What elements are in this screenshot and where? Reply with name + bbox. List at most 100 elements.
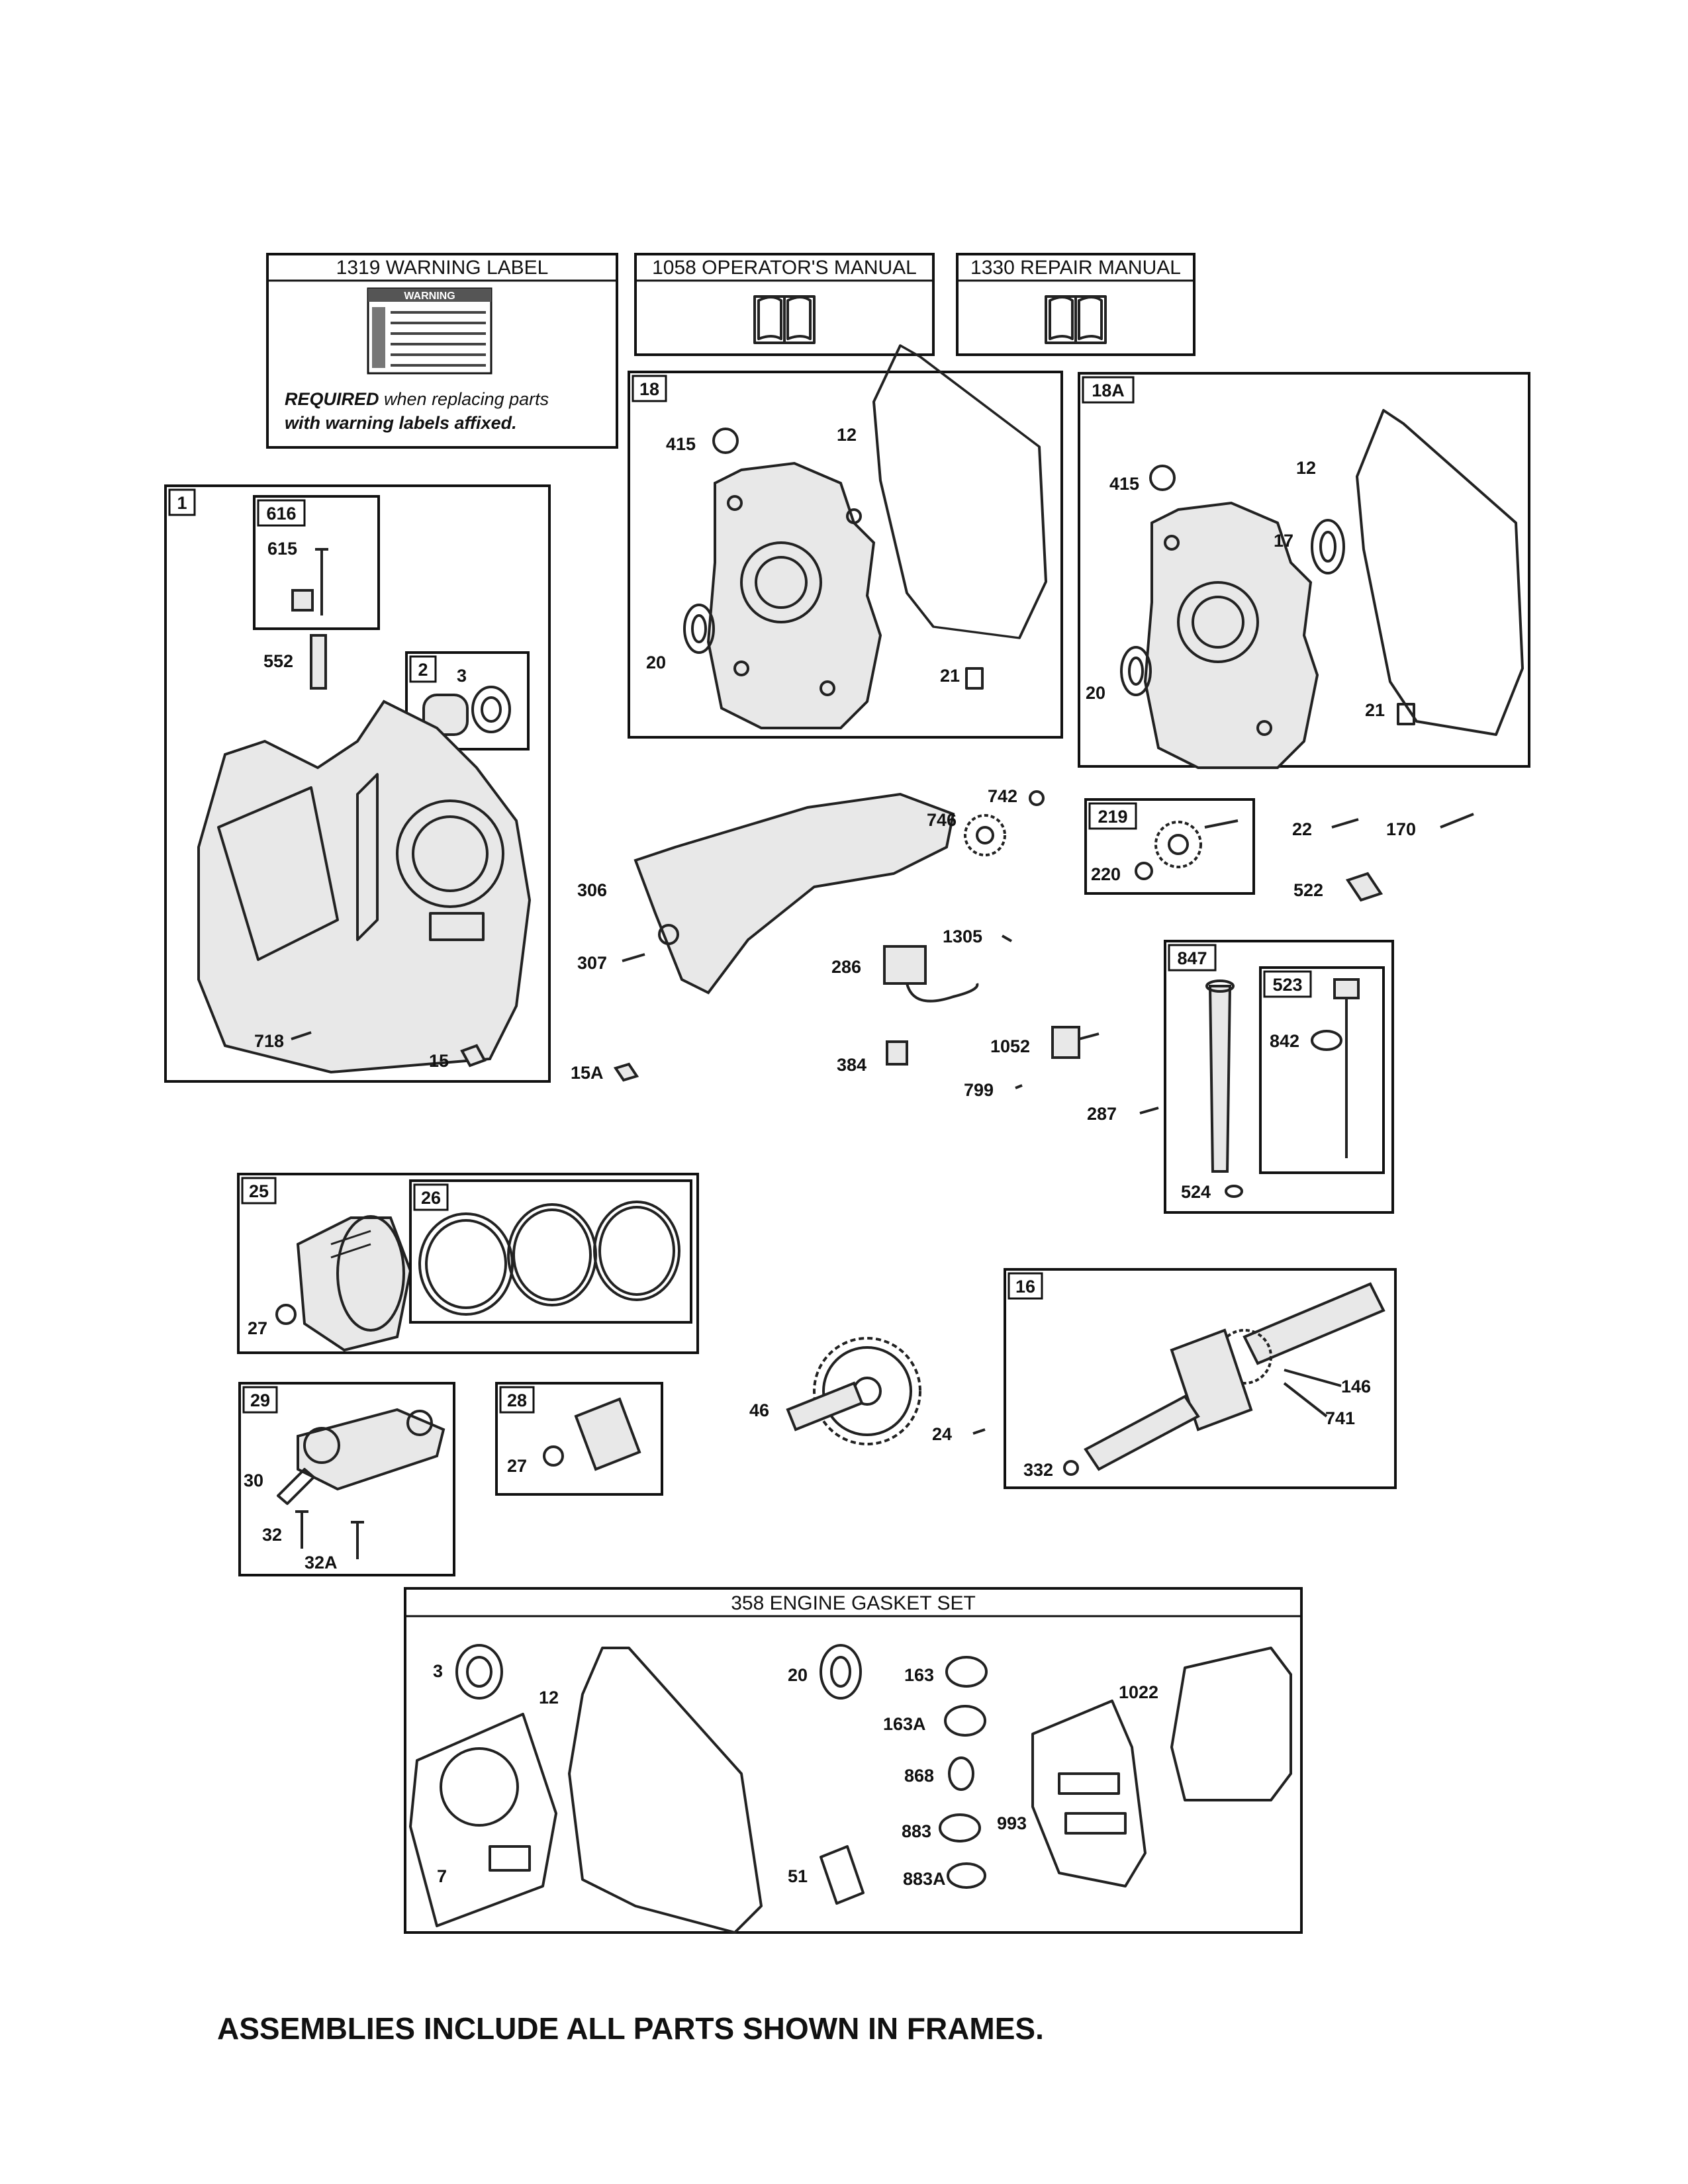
- frame-16-crankshaft: 16 146 741 332: [1004, 1268, 1397, 1489]
- warning-note-line1: REQUIRED when replacing parts: [285, 389, 549, 409]
- oil-seal-drawing: [683, 604, 715, 654]
- frame-18a-crankcase-cover: 18A 415 12 17 20 21: [1078, 372, 1530, 769]
- part-label: 307: [577, 953, 607, 973]
- part-label: 163A: [883, 1714, 926, 1734]
- crankcase-cover-drawing: [1143, 501, 1319, 769]
- frame-616-tag: 616: [266, 504, 296, 523]
- part-label: 718: [254, 1031, 284, 1051]
- breather-drawing: [315, 548, 328, 615]
- frame-29-connecting-rod: 29 30 32 32A: [238, 1382, 455, 1576]
- part-label: 24: [932, 1424, 952, 1444]
- gasket-1022-drawing: [1170, 1647, 1292, 1801]
- seal-868-drawing: [948, 1756, 974, 1791]
- part-label: 20: [646, 653, 666, 672]
- connecting-rod-drawing: [297, 1408, 445, 1491]
- part-label: 220: [1091, 864, 1121, 884]
- gasket-51-drawing: [820, 1845, 865, 1905]
- washer-742-drawing: [1029, 790, 1045, 806]
- part-label: 7: [437, 1866, 447, 1886]
- part-label: 15: [429, 1051, 449, 1071]
- part-label: 27: [507, 1456, 527, 1476]
- frame-16-tag: 16: [1015, 1277, 1035, 1297]
- frame-28-piston-pin: 28 27: [495, 1382, 663, 1496]
- clip-27-drawing: [543, 1445, 564, 1467]
- screw-307-drawing: [622, 953, 645, 962]
- warning-note-rest: when replacing parts: [379, 389, 549, 409]
- switch-384-drawing: [886, 1040, 908, 1066]
- part-label: 384: [837, 1055, 867, 1075]
- plug-415-drawing: [1149, 465, 1176, 491]
- gasket-883-drawing: [939, 1813, 981, 1843]
- clip-27-drawing: [275, 1304, 297, 1325]
- dipstick-tube-drawing: [1208, 985, 1232, 1173]
- o-ring-524-drawing: [1225, 1185, 1243, 1198]
- head-gasket-7-drawing: [409, 1713, 557, 1927]
- warning-decal-word: WARNING: [404, 291, 455, 302]
- part-label: 3: [457, 666, 467, 686]
- bolt-32a-drawing: [351, 1521, 364, 1559]
- dowel-718-drawing: [291, 1031, 312, 1040]
- part-label: 615: [267, 539, 297, 559]
- part-label: 15A: [571, 1063, 604, 1083]
- part-label: 22: [1292, 819, 1312, 839]
- cylinder-block-drawing: [197, 700, 532, 1074]
- screw-287-drawing: [1139, 1107, 1159, 1115]
- part-label: 741: [1325, 1408, 1355, 1428]
- valve-1052-drawing: [1051, 1026, 1100, 1059]
- frame-847-tag: 847: [1177, 948, 1207, 968]
- warning-note-line2: with warning labels affixed.: [285, 413, 517, 433]
- part-label: 306: [577, 880, 607, 900]
- stud-170-drawing: [1440, 813, 1474, 829]
- book-icon: [753, 295, 816, 344]
- valve-cover-gasket-993-drawing: [1031, 1700, 1147, 1888]
- part-label: 415: [666, 434, 696, 454]
- piston-drawing: [296, 1215, 412, 1352]
- screw-1305-drawing: [1002, 934, 1012, 942]
- frame-26-tag: 26: [421, 1188, 441, 1208]
- frame-523-tag: 523: [1272, 975, 1302, 995]
- o-ring-842-drawing: [1311, 1030, 1342, 1051]
- part-label: 32: [262, 1525, 282, 1545]
- part-label: 32A: [305, 1553, 338, 1572]
- gasket-drawing: [1356, 409, 1524, 736]
- plug-15a-drawing: [613, 1062, 639, 1082]
- part-label: 170: [1386, 819, 1416, 839]
- part-label: 883: [902, 1821, 931, 1841]
- part-label: 522: [1293, 880, 1323, 900]
- part-label: 1022: [1119, 1682, 1158, 1702]
- part-label: 993: [997, 1813, 1027, 1833]
- frame-29-tag: 29: [250, 1390, 270, 1410]
- part-label: 286: [831, 957, 861, 977]
- part-label: 21: [1365, 700, 1385, 720]
- gear-746-drawing: [964, 814, 1006, 856]
- bolt-32-drawing: [295, 1510, 308, 1549]
- pin-552-drawing: [310, 634, 327, 690]
- operators-manual-box: 1058 OPERATOR'S MANUAL: [634, 253, 935, 356]
- frame-219-tag: 219: [1098, 807, 1127, 827]
- gasket-set-title: 358 ENGINE GASKET SET: [731, 1592, 976, 1614]
- plug-415-drawing: [712, 428, 739, 454]
- key-24-drawing: [972, 1428, 986, 1435]
- warning-note-bold: REQUIRED: [285, 389, 379, 409]
- frame-2-tag: 2: [418, 660, 428, 680]
- part-label: 51: [788, 1866, 808, 1886]
- part-label: 287: [1087, 1104, 1117, 1124]
- operators-manual-title: 1058 OPERATOR'S MANUAL: [652, 257, 917, 279]
- part-label: 17: [1274, 531, 1293, 551]
- part-label: 46: [749, 1400, 769, 1420]
- frame-18-tag: 18: [639, 379, 659, 399]
- part-label: 27: [248, 1318, 267, 1338]
- part-label: 415: [1109, 474, 1139, 494]
- crankcase-cover-drawing: [706, 461, 882, 729]
- washer-332-drawing: [1063, 1460, 1079, 1476]
- part-label: 842: [1270, 1031, 1299, 1051]
- frame-358-engine-gasket-set: 358 ENGINE GASKET SET 3 7 12 20 51 163 1…: [404, 1587, 1303, 1934]
- warning-label-box: 1319 WARNING LABEL WARNING REQUIRED when…: [266, 253, 618, 449]
- part-label: 868: [904, 1766, 934, 1786]
- plug-15-drawing: [460, 1044, 487, 1068]
- part-label: 1052: [990, 1036, 1030, 1056]
- warning-decal-icon: WARNING: [367, 287, 492, 375]
- leader-741: [1283, 1382, 1328, 1418]
- lever-522-drawing: [1345, 872, 1383, 902]
